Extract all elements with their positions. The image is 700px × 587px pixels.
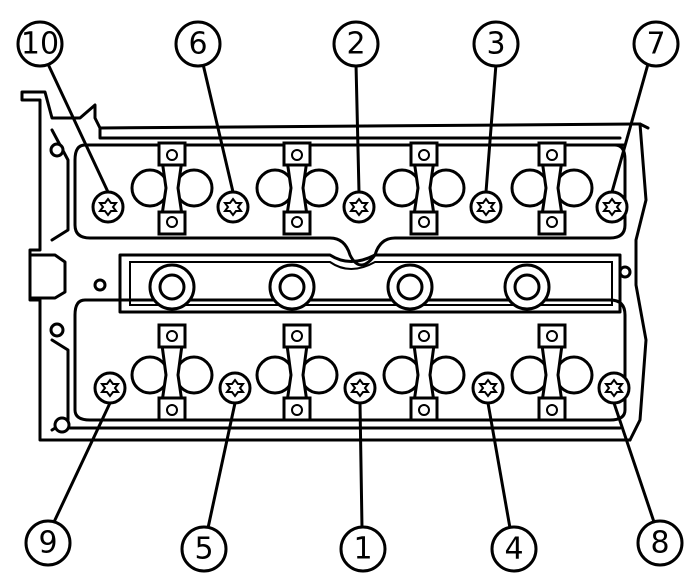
callout-label-10: 10 — [21, 27, 59, 62]
upper-bearing-caps — [130, 141, 594, 236]
bolt-6: 6 — [174, 20, 250, 224]
callout-7 — [632, 20, 680, 68]
callout-label-2: 2 — [346, 27, 365, 62]
callout-label-3: 3 — [486, 27, 505, 62]
bolt-2: 2 — [332, 20, 380, 224]
bolt-10: 10 — [16, 20, 125, 224]
callout-5 — [180, 525, 228, 573]
callout-1 — [339, 525, 387, 573]
callout-4 — [490, 525, 538, 573]
callout-label-7: 7 — [646, 27, 665, 62]
callout-3 — [472, 20, 520, 68]
callout-10 — [16, 20, 64, 68]
center-bosses — [148, 263, 551, 311]
callout-9 — [24, 519, 72, 567]
bolt-8: 8 — [597, 371, 684, 567]
callout-label-9: 9 — [38, 526, 57, 561]
callout-label-8: 8 — [650, 526, 669, 561]
bolt-4: 4 — [471, 371, 538, 573]
bolt-7: 7 — [595, 20, 680, 224]
callout-6 — [174, 20, 222, 68]
bolt-9: 9 — [24, 371, 127, 567]
callout-2 — [332, 20, 380, 68]
callout-label-1: 1 — [353, 532, 372, 567]
callout-label-6: 6 — [188, 27, 207, 62]
bolt-5: 5 — [180, 371, 252, 573]
callout-8 — [636, 519, 684, 567]
callout-label-4: 4 — [504, 532, 523, 567]
bolt-3: 3 — [469, 20, 520, 224]
callout-label-5: 5 — [194, 532, 213, 567]
bolt-tightening-sequence: 10 6 2 3 7 — [16, 20, 684, 573]
lower-bearing-caps — [130, 323, 594, 422]
cylinder-head-outline — [20, 90, 650, 442]
bolt-1: 1 — [339, 371, 387, 573]
